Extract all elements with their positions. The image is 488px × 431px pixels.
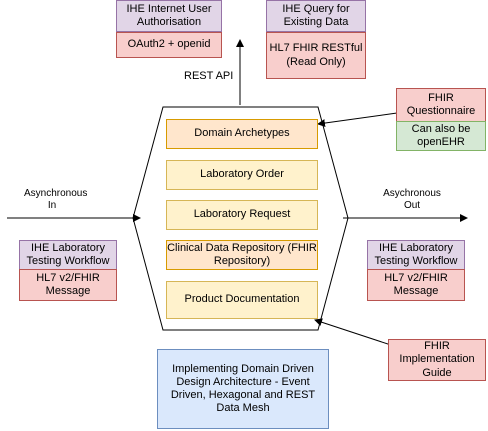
query-detail: HL7 FHIR RESTful (Read Only) [269, 42, 363, 68]
implementation-guide-box: FHIR Implementation Guide [388, 339, 486, 381]
clinical-data-repository-box: Clinical Data Repository (FHIR Repositor… [166, 240, 318, 270]
questionnaire-arrow [317, 112, 398, 127]
right-workflow-title: IHE Laboratory Testing Workflow [374, 241, 458, 267]
domain-archetypes-label: Domain Archetypes [194, 127, 290, 140]
laboratory-order-label: Laboratory Order [200, 168, 284, 181]
async-out-label: Asychronous Out [383, 188, 441, 211]
right-workflow-box: IHE Laboratory Testing Workflow [367, 240, 465, 270]
left-message: HL7 v2/FHIR Message [36, 271, 100, 297]
questionnaire-detail: Can also be openEHR [411, 122, 471, 148]
auth-title: IHE Internet User Authorisation [126, 2, 212, 28]
async-in-label: Asynchronous In [24, 188, 88, 211]
query-title-box: IHE Query for Existing Data [266, 0, 366, 32]
left-message-box: HL7 v2/FHIR Message [19, 269, 117, 301]
clinical-data-repository-label: Clinical Data Repository (FHIR Repositor… [167, 241, 317, 267]
laboratory-order-box: Laboratory Order [166, 160, 318, 190]
right-message: HL7 v2/FHIR Message [384, 271, 448, 297]
laboratory-request-label: Laboratory Request [193, 208, 291, 221]
questionnaire-detail-box: Can also be openEHR [396, 121, 486, 151]
product-documentation-label: Product Documentation [184, 293, 300, 306]
rest-api-label: REST API [184, 70, 234, 82]
query-detail-box: HL7 FHIR RESTful (Read Only) [266, 32, 366, 79]
left-workflow-box: IHE Laboratory Testing Workflow [19, 240, 117, 270]
left-workflow-title: IHE Laboratory Testing Workflow [26, 241, 110, 267]
questionnaire-title: FHIR Questionnaire [406, 91, 476, 117]
domain-archetypes-box: Domain Archetypes [166, 119, 318, 149]
implementation-guide-label: FHIR Implementation Guide [399, 340, 475, 379]
questionnaire-title-box: FHIR Questionnaire [396, 88, 486, 122]
auth-title-box: IHE Internet User Authorisation [116, 0, 222, 32]
auth-detail: OAuth2 + openid [127, 38, 211, 51]
implementation-guide-arrow [314, 318, 395, 347]
laboratory-request-box: Laboratory Request [166, 200, 318, 230]
right-message-box: HL7 v2/FHIR Message [367, 269, 465, 301]
product-documentation-box: Product Documentation [166, 281, 318, 319]
query-title: IHE Query for Existing Data [282, 2, 350, 28]
auth-detail-box: OAuth2 + openid [116, 32, 222, 58]
architecture-note-box: Implementing Domain Driven Design Archit… [157, 349, 329, 429]
architecture-note: Implementing Domain Driven Design Archit… [170, 362, 316, 415]
